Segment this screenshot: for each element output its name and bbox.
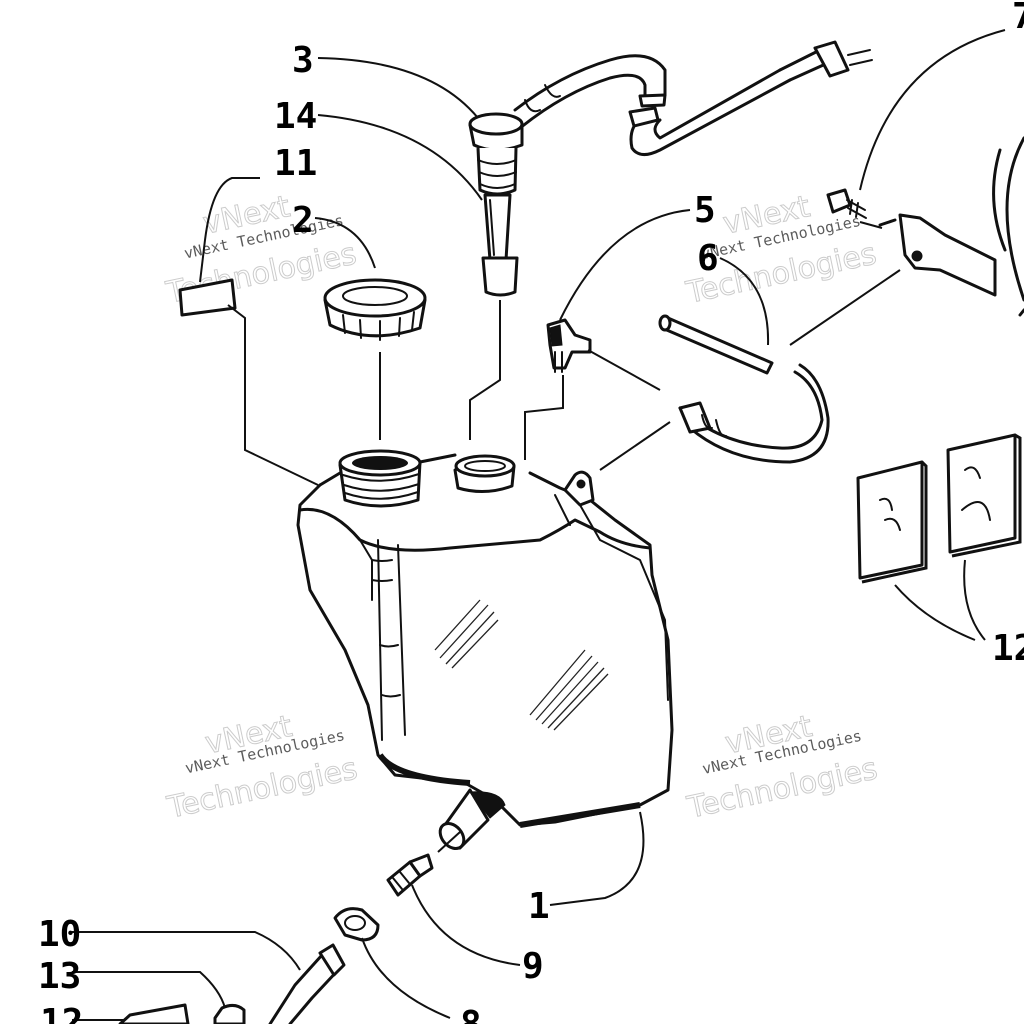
callout-3: 3 xyxy=(292,40,314,81)
callout-1: 1 xyxy=(528,886,550,927)
level-sensor xyxy=(468,112,524,297)
elbow-fitting xyxy=(546,318,592,373)
bottom-fitting xyxy=(118,1003,246,1024)
callout-2: 2 xyxy=(292,200,314,241)
bolt-clamp xyxy=(826,136,1024,317)
vent-tube xyxy=(658,314,774,375)
callout-11: 11 xyxy=(274,143,317,184)
callout-10: 10 xyxy=(38,914,81,955)
callout-5: 5 xyxy=(694,190,716,231)
curved-hose xyxy=(678,363,830,464)
callout-labels: 1 2 3 5 6 7 8 9 10 11 12 12 13 14 xyxy=(38,0,1024,1024)
tank-hatching xyxy=(434,599,609,731)
decal-label xyxy=(178,278,237,317)
leader-lines xyxy=(72,29,1006,1021)
callout-8: 8 xyxy=(460,1004,482,1024)
callout-9: 9 xyxy=(522,946,544,987)
wiring-hose-top xyxy=(513,40,873,156)
hose-clamp xyxy=(333,907,380,942)
oil-tank xyxy=(296,449,674,851)
drain-fitting xyxy=(386,853,434,897)
drain-hose xyxy=(268,943,346,1024)
callout-13: 13 xyxy=(38,956,81,997)
callout-12-right: 12 xyxy=(992,628,1024,669)
callout-14: 14 xyxy=(274,96,317,137)
callout-12-bottom: 12 xyxy=(40,1002,83,1024)
callout-7: 7 xyxy=(1012,0,1024,37)
watermark-bottom-left: vNext vNext Technologies Technologies xyxy=(163,708,361,826)
decal-pair xyxy=(856,433,1022,584)
callout-6: 6 xyxy=(697,238,719,279)
tank-cap xyxy=(323,278,427,341)
watermark-bottom-right: vNext vNext Technologies Technologies xyxy=(683,708,881,826)
